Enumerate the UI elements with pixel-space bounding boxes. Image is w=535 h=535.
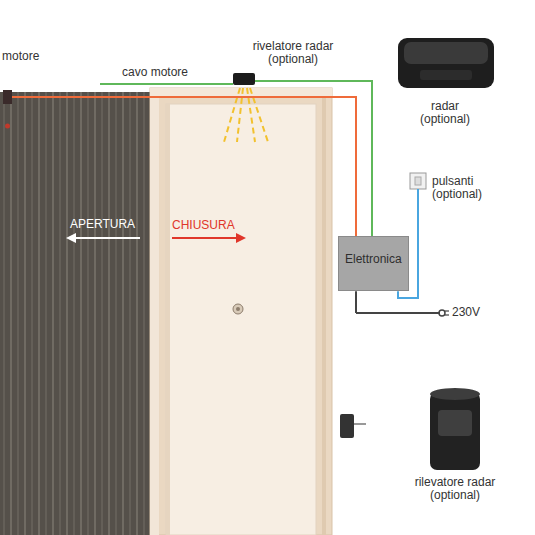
curtain-fold (45, 92, 47, 535)
floor-sensor-wire (354, 423, 366, 425)
opening-arrow (74, 237, 140, 239)
door-knob (233, 304, 243, 314)
motor-wire (12, 96, 64, 98)
radar-sensor (233, 73, 255, 85)
cable-label: cavo motore (122, 66, 188, 79)
curtain-fold (94, 92, 96, 535)
radar-detector (430, 392, 480, 470)
curtain-fold (66, 92, 68, 535)
radar-device-face (420, 70, 472, 80)
push-button-key (415, 177, 421, 185)
voltage-label: 230V (452, 306, 480, 319)
curtain-fold (122, 92, 124, 535)
plug-pin (445, 310, 449, 311)
radar-detector-lens (438, 410, 472, 436)
door-frame (150, 88, 332, 535)
curtain-fold (101, 92, 103, 535)
curtain-fold (31, 92, 33, 535)
node-text: rivelatore radar (optional) (243, 40, 343, 66)
curtain-fold (115, 92, 117, 535)
motor-symbol (3, 90, 12, 104)
node-text: radar (optional) (414, 100, 476, 126)
opening-arrow-head (66, 233, 76, 243)
folding-curtain (0, 92, 150, 535)
door-knob-center (236, 307, 240, 311)
frame-jamb (150, 96, 159, 535)
electronics-box: Elettronica (338, 236, 409, 291)
direction-label: CHIUSURA (172, 219, 235, 232)
radar-sensor-node: rivelatore radar (optional) (238, 40, 348, 88)
button-wire (417, 189, 419, 202)
frame-top (150, 88, 332, 96)
curtain-fold (129, 92, 131, 535)
curtain-fold (38, 92, 40, 535)
plug-pin (445, 314, 449, 315)
curtain-fold (59, 92, 61, 535)
button-node: pulsanti (optional) (408, 172, 494, 201)
node-text: motore (2, 50, 62, 63)
curtain-fold (143, 92, 145, 535)
node-text: Elettronica (345, 253, 402, 266)
power-wire (355, 291, 357, 313)
curtain-fold (87, 92, 89, 535)
motor-label: motore (2, 50, 62, 130)
curtain-fold (80, 92, 82, 535)
power-wire (356, 312, 440, 314)
radar-node: radar (optional) (390, 30, 500, 126)
radar-device (398, 38, 494, 88)
curtain-panel (0, 92, 150, 535)
plug-symbol (439, 310, 445, 316)
cable-connector (348, 81, 372, 236)
floor-sensor (340, 414, 354, 438)
node-text: pulsanti (optional) (432, 175, 494, 201)
direction-label: APERTURA (70, 218, 135, 231)
curtain-fold (136, 92, 138, 535)
cable-connector (62, 97, 356, 236)
radar-detector-node: rilevatore radar (optional) (405, 384, 505, 502)
cable-line (100, 83, 233, 85)
curtain-fold (24, 92, 26, 535)
door-panel (166, 104, 316, 535)
curtain-fold (17, 92, 19, 535)
motor-dot (5, 124, 10, 129)
curtain-fold (108, 92, 110, 535)
curtain-fold (52, 92, 54, 535)
frame-inner-line (322, 96, 326, 535)
curtain-fold (10, 92, 12, 535)
curtain-fold (73, 92, 75, 535)
node-text: rilevatore radar (optional) (405, 476, 505, 502)
radar-detector-top (430, 388, 480, 400)
closing-arrow (172, 237, 238, 239)
door-edge (166, 104, 170, 535)
push-button (410, 173, 426, 189)
radar-device-top (404, 42, 488, 64)
curtain-fold (3, 92, 5, 535)
closing-arrow-head (236, 233, 246, 243)
